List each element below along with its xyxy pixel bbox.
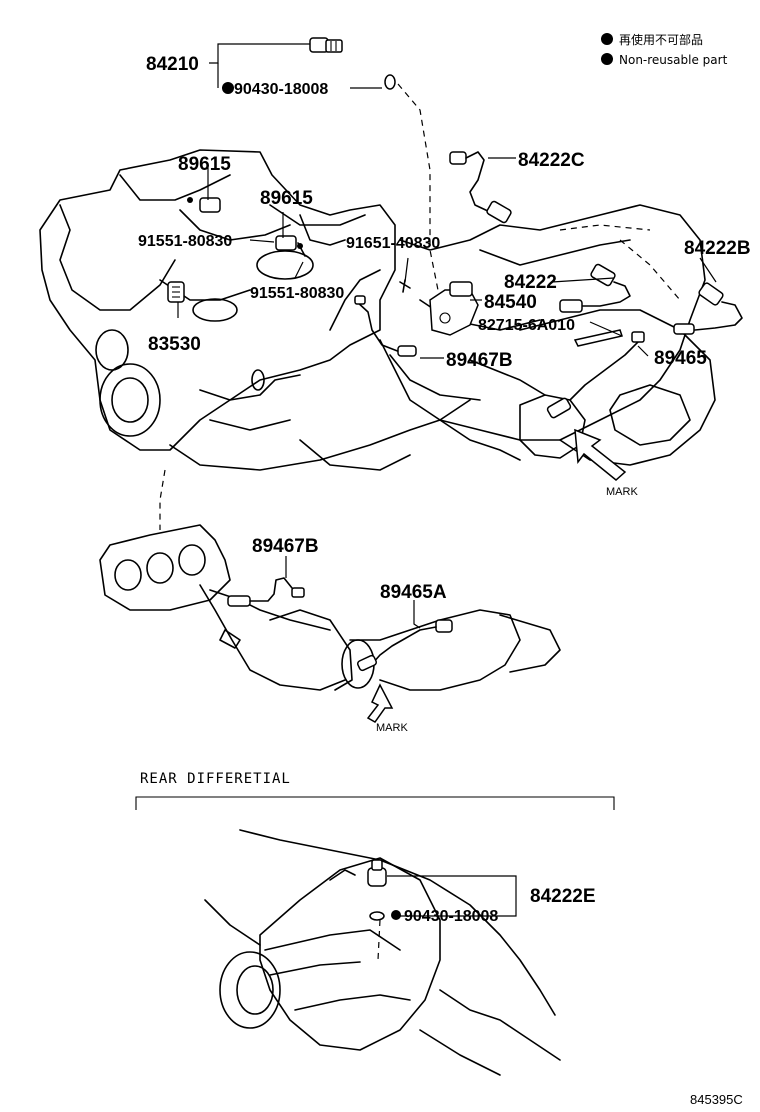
callout-89465: 89465 xyxy=(654,348,707,369)
bolt-91651-icon xyxy=(399,279,411,293)
mark-label-upper: MARK xyxy=(606,486,638,498)
diagram-code: 845395C xyxy=(690,1092,743,1107)
callout-91551-80830-a: 91551-80830 xyxy=(138,233,232,250)
callout-89465A: 89465A xyxy=(380,582,447,603)
non-reusable-dot-icon xyxy=(601,53,613,65)
switch-84222E-icon xyxy=(367,859,387,887)
legend-label-en: Non-reusable part xyxy=(619,53,728,67)
callout-84222C: 84222C xyxy=(518,150,585,171)
legend-label-jp: 再使用不可部品 xyxy=(619,32,703,47)
non-reusable-dot-icon xyxy=(391,910,401,920)
legend: 再使用不可部品 Non-reusable part xyxy=(601,32,728,67)
switch-84222B-icon xyxy=(673,282,743,335)
oxygen-sensor-89465-icon xyxy=(546,331,645,419)
callout-89615-a: 89615 xyxy=(178,154,231,175)
throttle-actuator-icon xyxy=(429,281,479,336)
callout-84222B: 84222B xyxy=(684,238,751,259)
mark-arrow-icon xyxy=(366,683,394,723)
callout-84210: 84210 xyxy=(146,54,199,75)
callout-89467B-lower: 89467B xyxy=(252,536,319,557)
section-title: REAR DIFFERETIAL xyxy=(140,771,291,787)
callout-89467B-upper: 89467B xyxy=(446,350,513,371)
gasket-icon xyxy=(369,911,385,921)
switch-84210-icon xyxy=(309,37,343,53)
cam-position-sensor-icon xyxy=(187,197,221,213)
callout-83530: 83530 xyxy=(148,334,201,355)
callout-82715-6A010: 82715-6A010 xyxy=(478,317,575,334)
engine-assembly-illustration xyxy=(39,149,716,481)
bolt-91551-icon xyxy=(297,242,306,257)
callout-84222: 84222 xyxy=(504,272,557,293)
rear-diff-illustration xyxy=(204,829,561,1076)
rear-differential-section xyxy=(135,796,615,1076)
knock-sensor-icon xyxy=(167,281,185,303)
callout-84540: 84540 xyxy=(484,292,537,313)
callout-labels: 84210 90430-18008 89615 89615 91551-8083… xyxy=(138,54,751,1107)
mark-label-lower: MARK xyxy=(376,722,408,734)
callout-91651-40830: 91651-40830 xyxy=(346,235,440,252)
loose-parts xyxy=(297,37,743,347)
gasket-icon xyxy=(384,74,396,90)
section-bracket xyxy=(135,796,615,810)
callout-90430-18008-bottom: 90430-18008 xyxy=(404,908,498,925)
mark-arrow-icon xyxy=(574,428,627,481)
switch-84222C-icon xyxy=(449,151,512,224)
crank-position-sensor-icon xyxy=(275,235,303,251)
oxygen-sensor-89467B-lower-icon xyxy=(227,577,305,607)
callout-90430-18008-top: 90430-18008 xyxy=(234,81,328,98)
non-reusable-dot-icon xyxy=(601,33,613,45)
oxygen-sensor-89465A-icon xyxy=(356,619,453,672)
leaders-upper xyxy=(177,43,717,359)
callout-89615-b: 89615 xyxy=(260,188,313,209)
exhaust-manifold-illustration xyxy=(99,469,561,723)
callout-91551-80830-b: 91551-80830 xyxy=(250,285,344,302)
non-reusable-dot-icon xyxy=(222,82,234,94)
oxygen-sensor-89467B-icon xyxy=(354,295,417,357)
switch-84222-icon xyxy=(559,263,631,313)
callout-84222E: 84222E xyxy=(530,886,596,907)
